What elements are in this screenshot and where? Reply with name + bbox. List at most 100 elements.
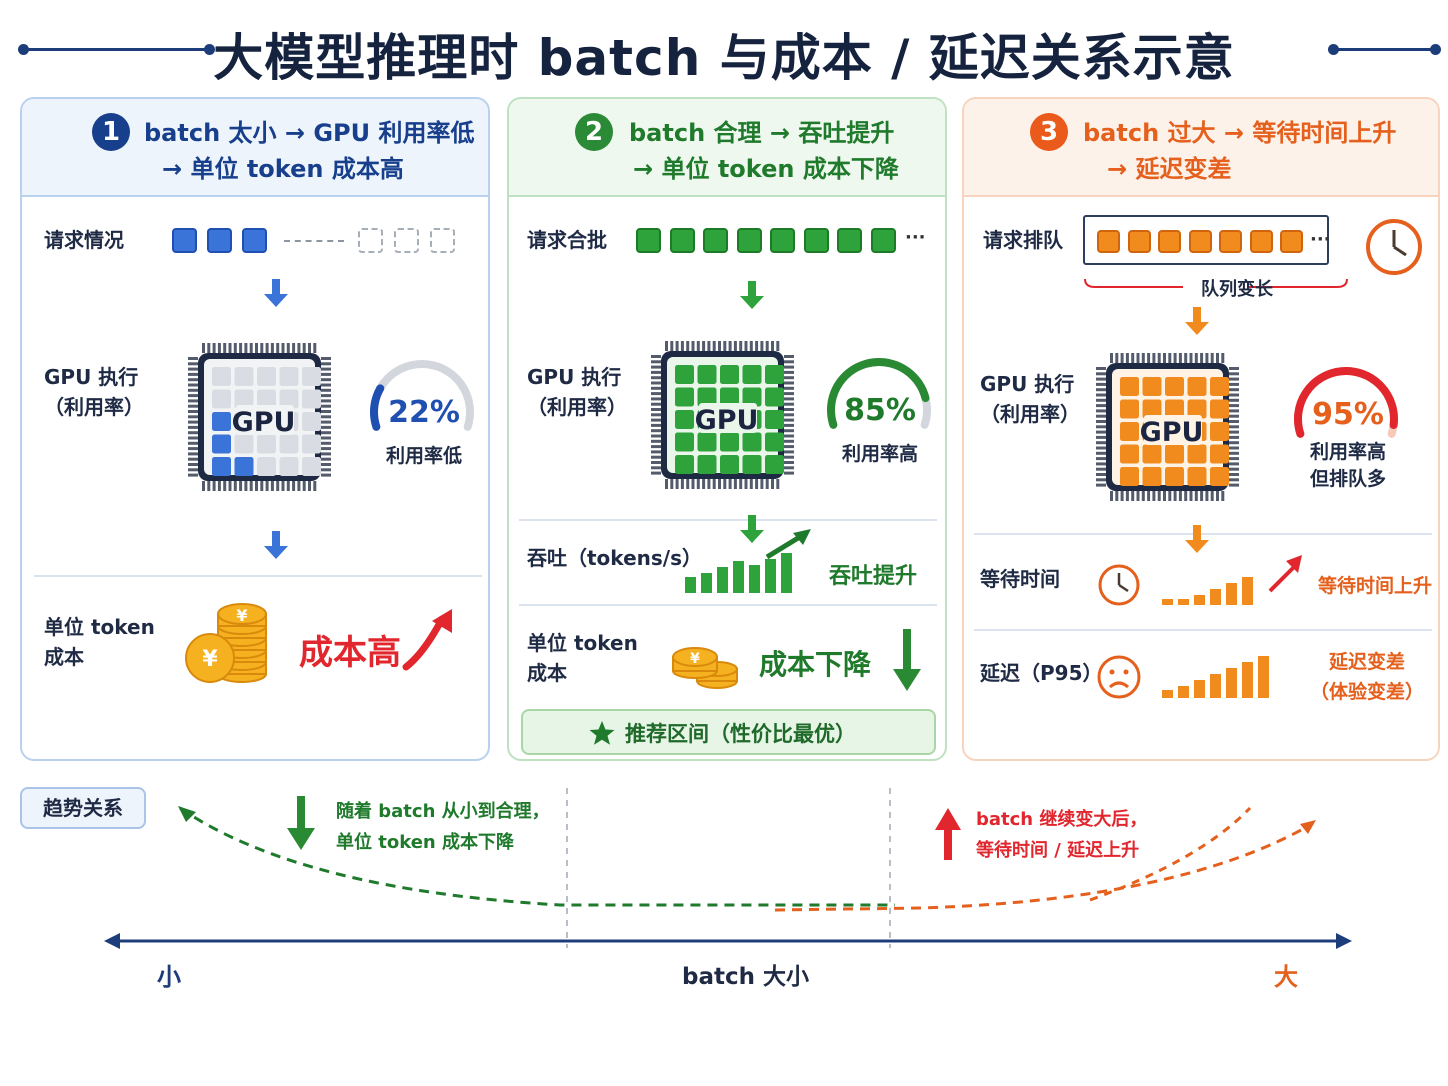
panel-3-header: 3 batch 过大 → 等待时间上升 → 延迟变差 xyxy=(964,99,1438,197)
recommend-box: 推荐区间（性价比最优） xyxy=(521,709,936,755)
request-square xyxy=(1127,230,1151,253)
coin-stack-icon: ¥ ¥ xyxy=(185,603,267,683)
request-square xyxy=(636,228,661,253)
axis-right-label: 大 xyxy=(1274,963,1298,991)
latency-result-1: 延迟变差 xyxy=(1328,651,1405,673)
wait-bars-icon xyxy=(1162,555,1302,605)
request-square xyxy=(770,228,795,253)
utilization-gauge xyxy=(827,358,931,429)
recommend-text: 推荐区间（性价比最优） xyxy=(625,722,856,746)
more-dots: ··· xyxy=(905,227,926,248)
gpu-chip-icon: GPU xyxy=(1096,353,1239,501)
title-left-line xyxy=(22,48,212,51)
svg-text:¥: ¥ xyxy=(202,647,218,672)
more-dots: ··· xyxy=(1310,229,1331,250)
trend-right-note-2: 等待时间 / 延迟上升 xyxy=(976,840,1140,861)
panel-1-cost-label-2: 成本 xyxy=(44,645,84,669)
arrow-down-icon xyxy=(740,515,764,543)
axis-left-label: 小 xyxy=(157,963,181,991)
arrow-down-icon xyxy=(264,279,288,307)
panel-large-batch: 3 batch 过大 → 等待时间上升 → 延迟变差 请求排队 ··· 队列变长… xyxy=(962,97,1440,761)
panel-1-header: 1 batch 太小 → GPU 利用率低 → 单位 token 成本高 xyxy=(22,99,488,197)
title-right-line xyxy=(1332,48,1434,51)
request-square xyxy=(1280,230,1303,253)
cost-high-text: 成本高 xyxy=(299,633,401,673)
svg-text:¥: ¥ xyxy=(236,606,247,625)
down-arrow-icon xyxy=(893,629,921,691)
arrow-down-icon xyxy=(1185,525,1209,553)
request-square xyxy=(703,228,728,253)
down-arrow-icon xyxy=(287,796,315,850)
request-square xyxy=(837,228,862,253)
panel-3-gpu-label-1: GPU 执行 xyxy=(980,372,1075,396)
svg-text:GPU: GPU xyxy=(232,407,296,438)
title-right-dot-a xyxy=(1328,44,1339,55)
trend-curves xyxy=(104,788,1352,949)
empty-slot xyxy=(358,228,383,253)
divider xyxy=(974,533,1432,535)
trend-left-note-2: 单位 token 成本下降 xyxy=(336,832,515,853)
latency-bars-icon xyxy=(1162,656,1269,698)
panel-1-gpu-label-2: （利用率） xyxy=(44,395,144,419)
dashed-gap xyxy=(284,240,344,242)
divider xyxy=(34,575,482,577)
utilization-gauge xyxy=(370,360,474,431)
panel-2-header: 2 batch 合理 → 吞吐提升 → 单位 token 成本下降 xyxy=(509,99,945,197)
svg-text:¥: ¥ xyxy=(690,651,700,667)
request-square xyxy=(1188,230,1212,253)
panel-3-heading-2: → 延迟变差 xyxy=(1107,155,1232,183)
request-square xyxy=(870,228,896,253)
trend-right-note-1: batch 继续变大后， xyxy=(976,809,1148,830)
panel-2-cost-label-1: 单位 token xyxy=(527,631,638,655)
latency-label: 延迟（P95） xyxy=(980,661,1103,685)
wait-label: 等待时间 xyxy=(980,567,1060,591)
panel-2-heading-2: → 单位 token 成本下降 xyxy=(633,155,899,183)
queue-brace xyxy=(1084,278,1348,288)
throughput-result: 吞吐提升 xyxy=(829,564,918,589)
request-square xyxy=(803,228,829,253)
panel-2-cost-label-2: 成本 xyxy=(527,661,567,685)
request-square xyxy=(1158,230,1181,253)
panel-2-gpu-label-1: GPU 执行 xyxy=(527,365,622,389)
utilization-note-2: 但排队多 xyxy=(1309,468,1386,490)
panel-1-cost-label-1: 单位 token xyxy=(44,615,155,639)
cost-down-text: 成本下降 xyxy=(759,648,872,681)
divider xyxy=(519,519,937,521)
coin-icon: ¥ xyxy=(672,647,738,689)
panel-3-heading-1: batch 过大 → 等待时间上升 xyxy=(1083,119,1397,147)
panel-1-request-label: 请求情况 xyxy=(44,228,124,252)
svg-text:GPU: GPU xyxy=(695,405,759,436)
panel-1-gpu-label-1: GPU 执行 xyxy=(44,365,139,389)
utilization-note: 利用率高 xyxy=(841,443,918,465)
utilization-value: 85% xyxy=(844,393,916,428)
title-right-dot-b xyxy=(1430,44,1441,55)
trend-tag: 趋势关系 xyxy=(20,787,146,829)
utilization-note-1: 利用率高 xyxy=(1309,441,1386,463)
up-arrow-icon xyxy=(935,808,961,860)
throughput-bars-icon xyxy=(685,529,811,593)
title-left-dot-a xyxy=(18,44,29,55)
request-square xyxy=(669,228,695,253)
request-square xyxy=(1249,230,1273,253)
trend-left-note-1: 随着 batch 从小到合理， xyxy=(336,801,550,822)
utilization-gauge xyxy=(1294,367,1398,438)
panel-2-request-label: 请求合批 xyxy=(527,228,607,252)
request-square xyxy=(736,228,762,253)
arrow-down-icon xyxy=(1185,307,1209,335)
divider xyxy=(519,604,937,606)
panel-3-gpu-label-2: （利用率） xyxy=(980,402,1080,426)
trend-up-arrow-icon xyxy=(402,609,452,671)
request-square xyxy=(242,228,267,253)
panel-2-heading-1: batch 合理 → 吞吐提升 xyxy=(629,119,895,147)
panel-1-number: 1 xyxy=(92,113,130,151)
clock-icon xyxy=(1098,564,1140,606)
title-row: 大模型推理时 batch 与成本 / 延迟关系示意 xyxy=(0,8,1448,88)
title-left-dot-b xyxy=(204,44,215,55)
panel-2-gpu-label-2: （利用率） xyxy=(527,395,627,419)
utilization-value: 22% xyxy=(388,395,460,430)
arrow-down-icon xyxy=(264,531,288,559)
gpu-chip-icon: GPU xyxy=(651,341,794,489)
panel-small-batch: 1 batch 太小 → GPU 利用率低 → 单位 token 成本高 请求情… xyxy=(20,97,490,761)
wait-result: 等待时间上升 xyxy=(1318,575,1433,597)
arrow-down-icon xyxy=(740,281,764,309)
